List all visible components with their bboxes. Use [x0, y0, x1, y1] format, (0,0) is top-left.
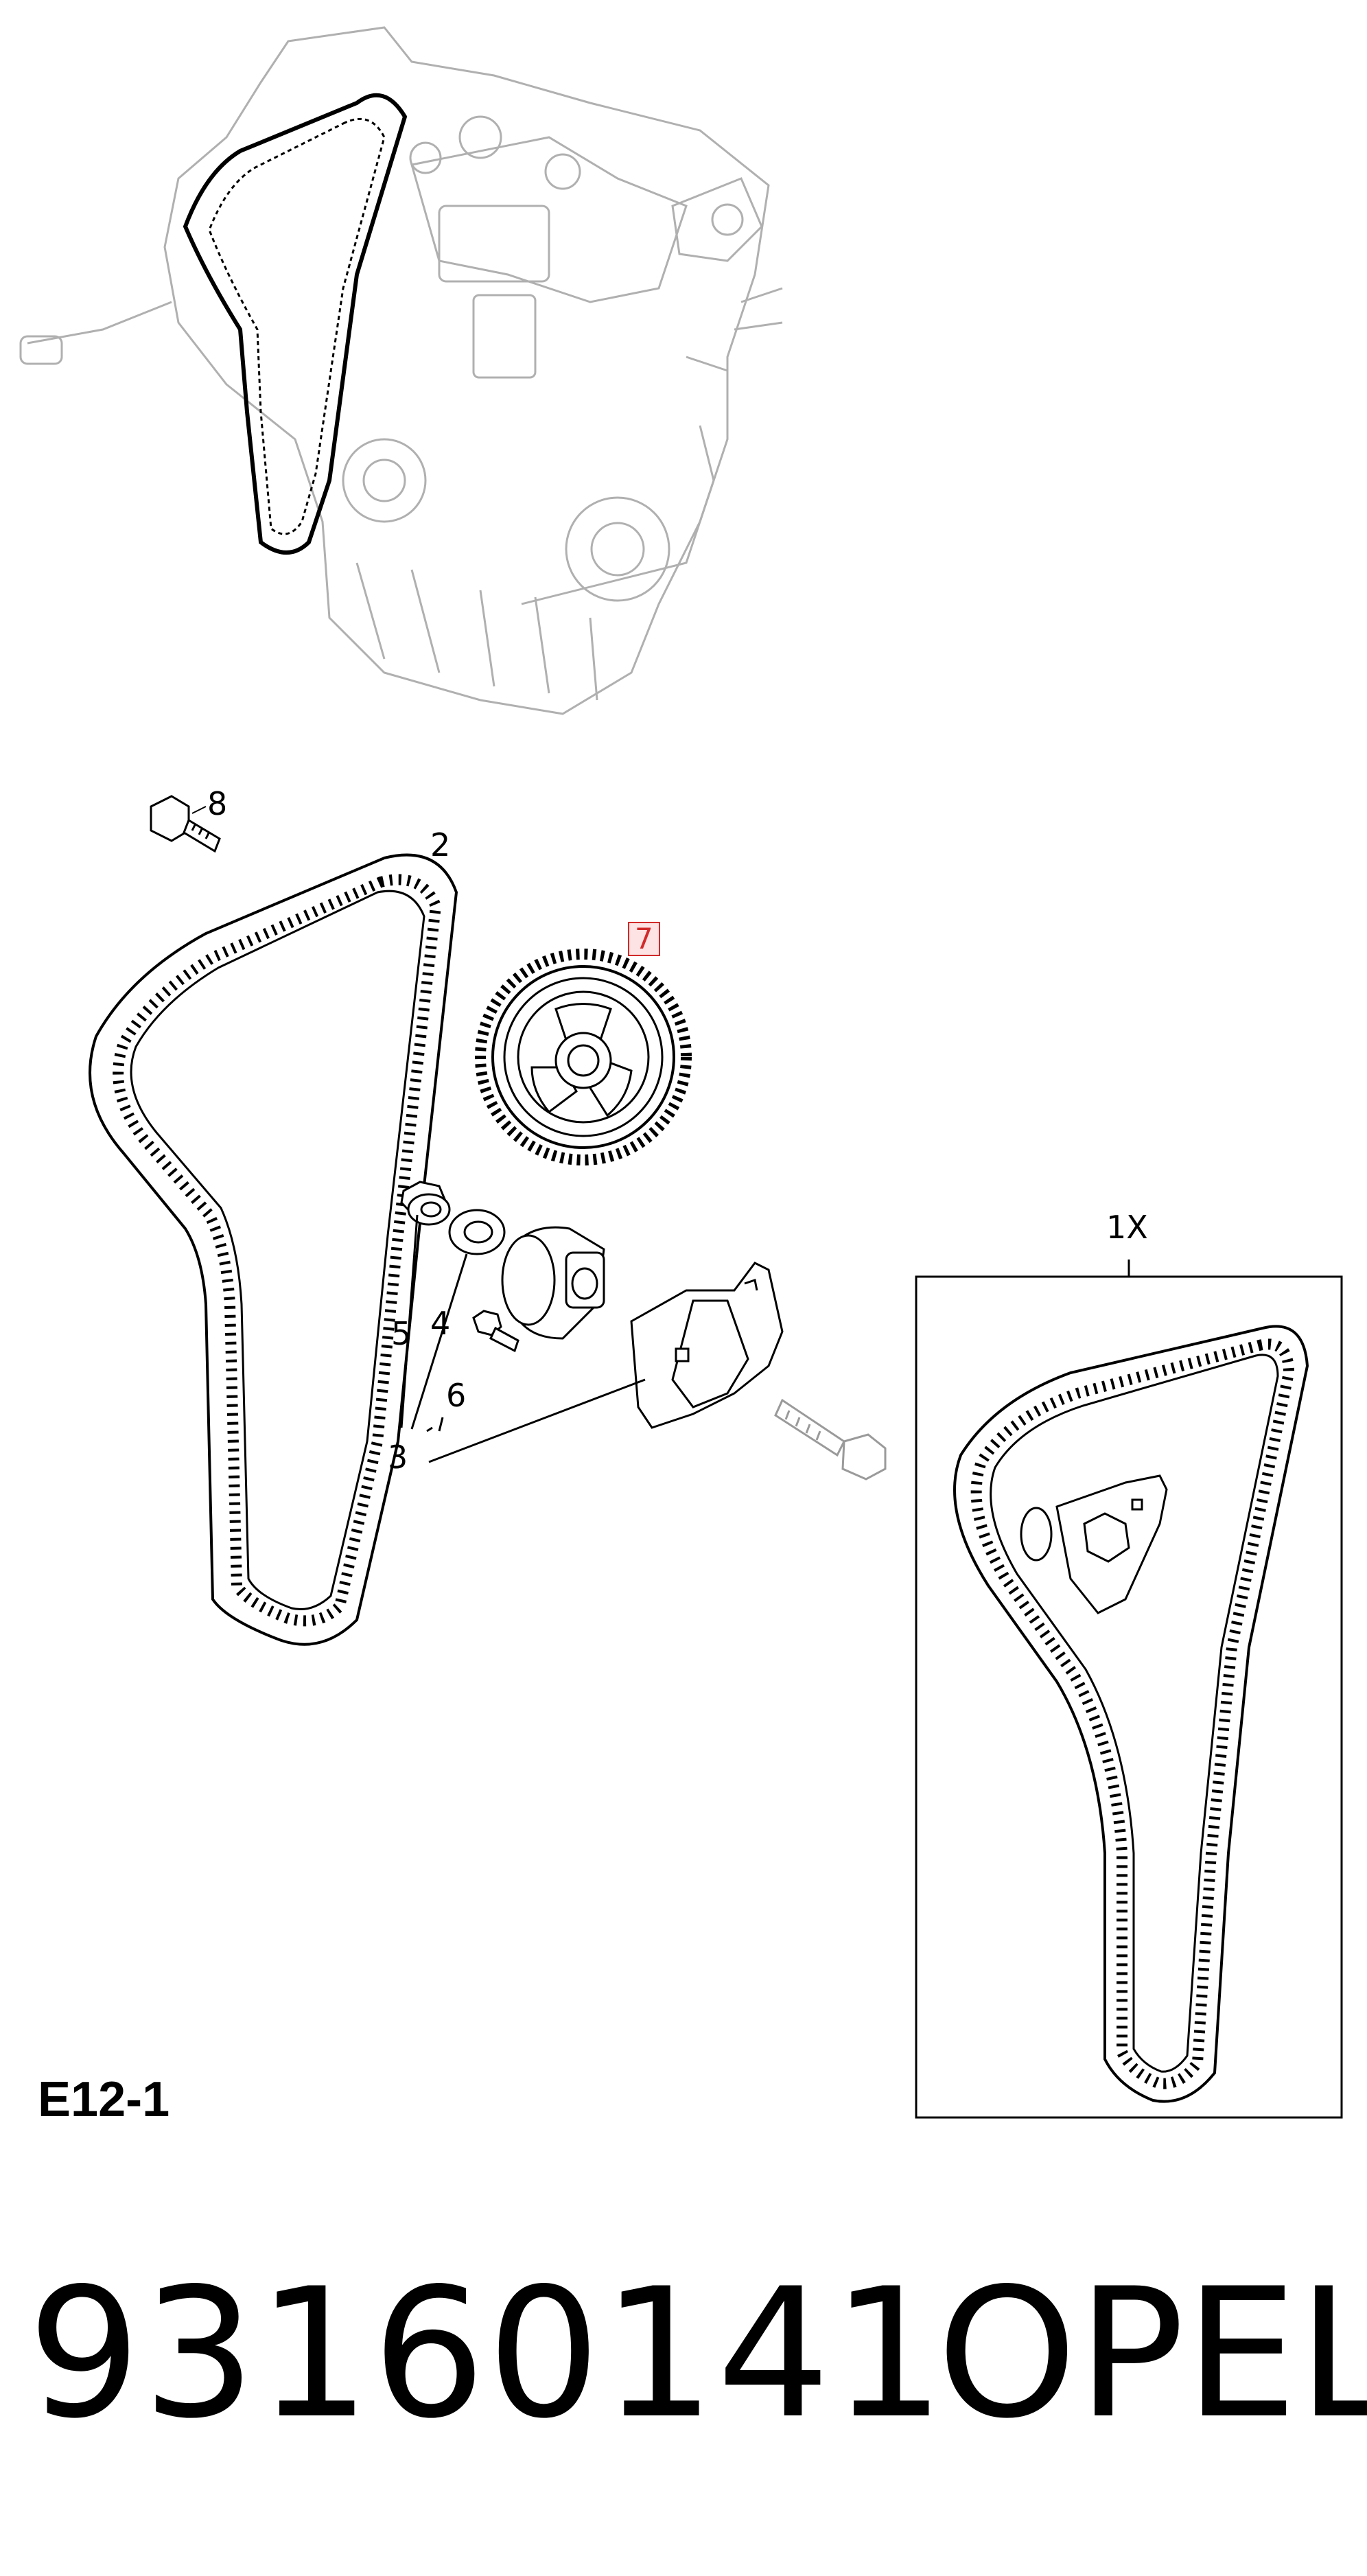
part-number: 93160141: [27, 2251, 947, 2458]
diagram-code-label: E12-1: [38, 2072, 170, 2127]
brand-name: OPEL: [937, 2251, 1367, 2458]
camshaft-sprocket-7-illustration: [475, 949, 692, 1165]
kit-tensioner-illustration: [1020, 1474, 1168, 1614]
tensioner-bracket-illustration: [630, 1262, 784, 1429]
callout-3: 3: [388, 1439, 408, 1476]
bolt-6-illustration: [472, 1310, 519, 1353]
timing-belt-2-illustration: [89, 853, 458, 1646]
engine-timing-belt-highlight: [183, 93, 408, 555]
kit-box-1x: [915, 1275, 1343, 2119]
callout-7-highlighted[interactable]: 7: [628, 922, 660, 956]
tensioner-pulley-illustration: [501, 1226, 605, 1340]
callout-4: 4: [430, 1305, 451, 1342]
callout-5: 5: [391, 1315, 412, 1352]
bolt-8-illustration: [150, 795, 221, 853]
loose-bolt-illustration: [774, 1398, 887, 1481]
callout-leader-lines: [400, 1214, 1130, 1463]
nut-5-illustration: [400, 1181, 451, 1226]
callout-8: 8: [207, 785, 228, 822]
engine-overview-illustration: [19, 26, 783, 715]
kit-timing-belt-illustration: [953, 1325, 1309, 2103]
callout-6: 6: [446, 1377, 467, 1414]
callout-2: 2: [430, 826, 451, 863]
callout-1x: 1X: [1106, 1209, 1148, 1246]
washer-4-illustration: [448, 1209, 506, 1255]
